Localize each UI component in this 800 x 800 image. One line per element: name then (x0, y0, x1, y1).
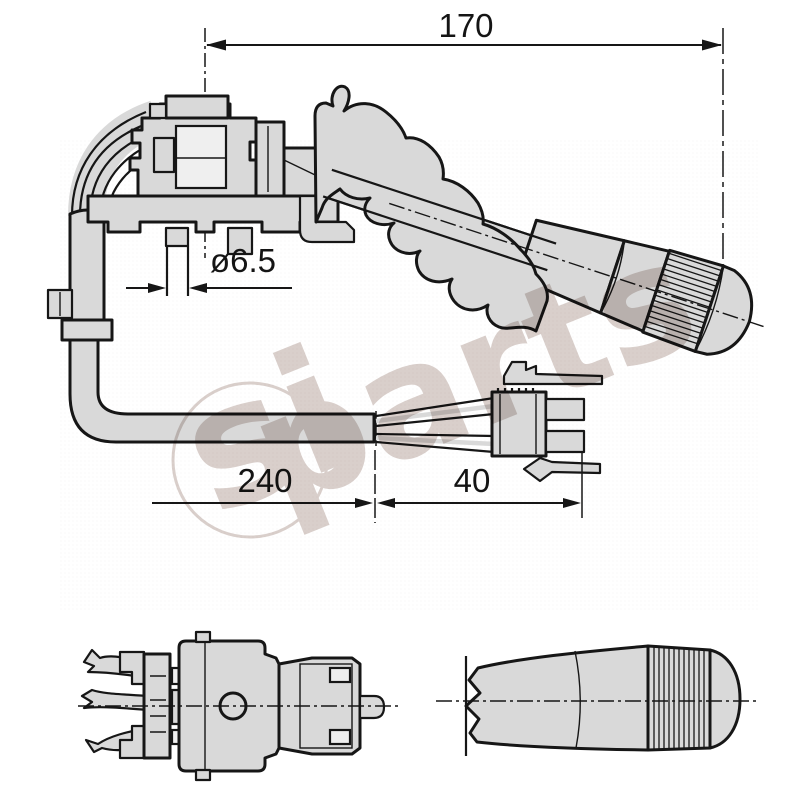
side-block (254, 120, 286, 198)
dimension-6-5: ø6.5 (126, 242, 292, 293)
top-view-switch (78, 630, 398, 782)
dimension-40: 40 (377, 452, 583, 518)
connector (490, 360, 604, 483)
wire-stub (80, 688, 150, 712)
terminal-blade-2 (544, 429, 586, 454)
side-view-lever (436, 644, 758, 756)
switch-top-cap (164, 94, 230, 120)
lever-axis (322, 168, 765, 328)
dimension-170-label: 170 (438, 7, 493, 44)
dimension-40-label: 40 (454, 462, 491, 499)
arrowhead-right (702, 39, 722, 51)
dimension-6-5-label: ø6.5 (210, 242, 276, 279)
stud-pin (165, 246, 190, 296)
harness-wires (375, 396, 495, 454)
lever-body (464, 644, 650, 752)
mounting-stud (226, 226, 254, 256)
dimension-240-label: 240 (237, 462, 292, 499)
switch-assembly (86, 94, 356, 296)
bracket-foot (298, 194, 356, 244)
cable-sleeve (46, 208, 376, 444)
connector-body (490, 390, 548, 458)
threaded-stud (164, 226, 190, 248)
terminal-blade-1 (544, 397, 586, 422)
connector-bottom-latch (522, 456, 602, 483)
shaft-stub (358, 694, 386, 720)
cable-conduit-elbow (68, 338, 376, 444)
sleeve-collar (60, 318, 114, 342)
arrowhead-left (206, 39, 226, 51)
lever-boot (313, 84, 549, 333)
lever-centerline (389, 202, 765, 328)
watermark-ring (171, 381, 329, 539)
connector-top-latch (502, 360, 604, 386)
knob-end-cap (708, 648, 742, 750)
